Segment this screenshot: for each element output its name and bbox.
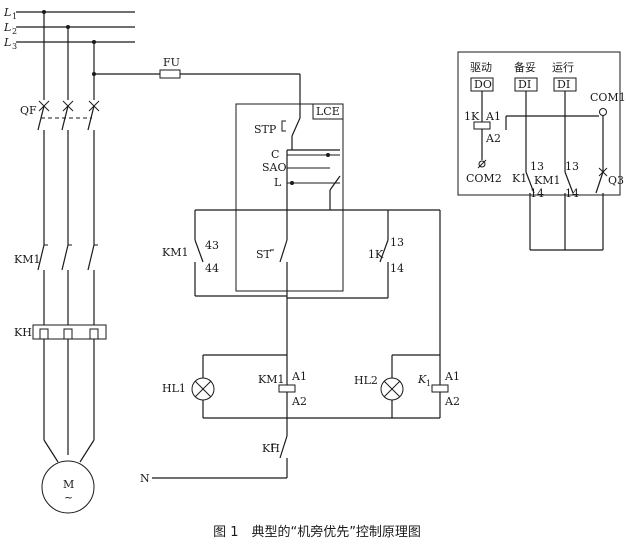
- motor-m: M ~: [41, 460, 95, 514]
- bus-label-l2-sub: 2: [12, 27, 17, 36]
- motor-symbol: ~: [64, 491, 73, 504]
- io-module: 驱动 备妥 运行 DO DI DI 1K A1 A2 COM2 COM1 K1: [457, 51, 626, 251]
- io-relay-a1: A1: [485, 110, 501, 123]
- lamp-hl2-label: HL2: [354, 374, 378, 387]
- coil-km1-a2: A2: [291, 395, 307, 408]
- lamp-hl1: HL1: [162, 377, 215, 401]
- local-control-station: LCE STP C SAO L ST: [235, 103, 344, 360]
- io-q3-label: Q3: [608, 174, 624, 187]
- relay-1k-label: 1K: [368, 248, 384, 261]
- relay-1k-a: 13: [390, 236, 404, 249]
- coil-k1-a2: A2: [444, 395, 460, 408]
- io-com1-label: COM1: [590, 91, 626, 104]
- selector-sao-label: SAO: [262, 161, 287, 174]
- io-km1-a: 13: [565, 160, 579, 173]
- bus-label-l1: L: [3, 6, 11, 19]
- selector-c-label: C: [271, 148, 279, 161]
- stop-label: STP: [254, 123, 277, 136]
- coil-k1-label: K: [417, 373, 427, 386]
- io-di2-label: DI: [557, 78, 570, 91]
- k1-contact: K1 13 14: [512, 160, 544, 250]
- overload-kh-label: KH: [14, 326, 32, 339]
- km1-aux-label: KM1: [162, 246, 188, 259]
- io-relay-a2: A2: [485, 132, 501, 145]
- io-k1-label: K1: [512, 172, 527, 185]
- coil-k1-sub: 1: [426, 379, 431, 388]
- io-di1-label: DI: [518, 78, 531, 91]
- q3-contact: Q3: [595, 167, 624, 250]
- lce-label: LCE: [316, 105, 340, 118]
- coil-k1: K 1 A1 A2: [417, 355, 460, 418]
- breaker-qf-label: QF: [20, 104, 37, 117]
- kh-contact-label: KH: [262, 442, 280, 455]
- io-com2-label: COM2: [466, 172, 502, 185]
- relay-1k-b: 14: [390, 262, 404, 275]
- breaker-qf: QF: [20, 100, 100, 131]
- io-standby-label: 备妥: [514, 60, 536, 74]
- km1-aux-contact: KM1 43 44: [162, 239, 219, 296]
- kh-contact: KH: [262, 435, 288, 478]
- neutral-label: N: [140, 472, 150, 485]
- io-relay-label: 1K: [464, 110, 480, 123]
- io-k1-a: 13: [530, 160, 544, 173]
- bus-label-l3: L: [3, 36, 11, 49]
- coil-k1-a1: A1: [444, 370, 460, 383]
- control-circuit: FU LCE STP C SAO L: [92, 56, 460, 485]
- io-k1-b: 14: [530, 187, 544, 200]
- fuse-label: FU: [163, 56, 180, 69]
- contactor-km1-main: KM1: [14, 244, 98, 271]
- io-do-label: DO: [474, 78, 492, 91]
- motor-label: M: [63, 478, 74, 491]
- km1-aux-a: 43: [205, 239, 219, 252]
- overload-kh: KH: [14, 324, 107, 340]
- fuse-fu: FU: [159, 56, 181, 79]
- coil-km1: KM1 A1 A2: [258, 360, 307, 418]
- bus-lines: L 1 L 2 L 3: [3, 6, 135, 51]
- io-km1-label: KM1: [534, 174, 560, 187]
- lamp-hl1-label: HL1: [162, 382, 186, 395]
- schematic: L 1 L 2 L 3 QF: [3, 6, 626, 514]
- km1-aux-b: 44: [205, 262, 219, 275]
- bus-label-l3-sub: 3: [12, 42, 17, 51]
- selector-l-label: L: [274, 176, 282, 189]
- coil-km1-label: KM1: [258, 373, 284, 386]
- io-drive-label: 驱动: [470, 61, 492, 74]
- relay-1k-contact: 1K 13 14: [287, 210, 404, 299]
- coil-km1-a1: A1: [291, 370, 307, 383]
- io-running-label: 运行: [552, 61, 574, 74]
- main-circuit: QF KM1 KH: [14, 12, 107, 514]
- lamp-hl2: HL2: [354, 374, 404, 401]
- bus-label-l1-sub: 1: [12, 12, 17, 21]
- figure-caption: 图 1 典型的“机旁优先”控制原理图: [213, 525, 421, 540]
- km1-status-contact: KM1 13 14: [534, 160, 579, 250]
- contactor-km1-label: KM1: [14, 253, 40, 266]
- bus-label-l2: L: [3, 21, 11, 34]
- io-km1-b: 14: [565, 187, 579, 200]
- start-label: ST: [256, 248, 272, 261]
